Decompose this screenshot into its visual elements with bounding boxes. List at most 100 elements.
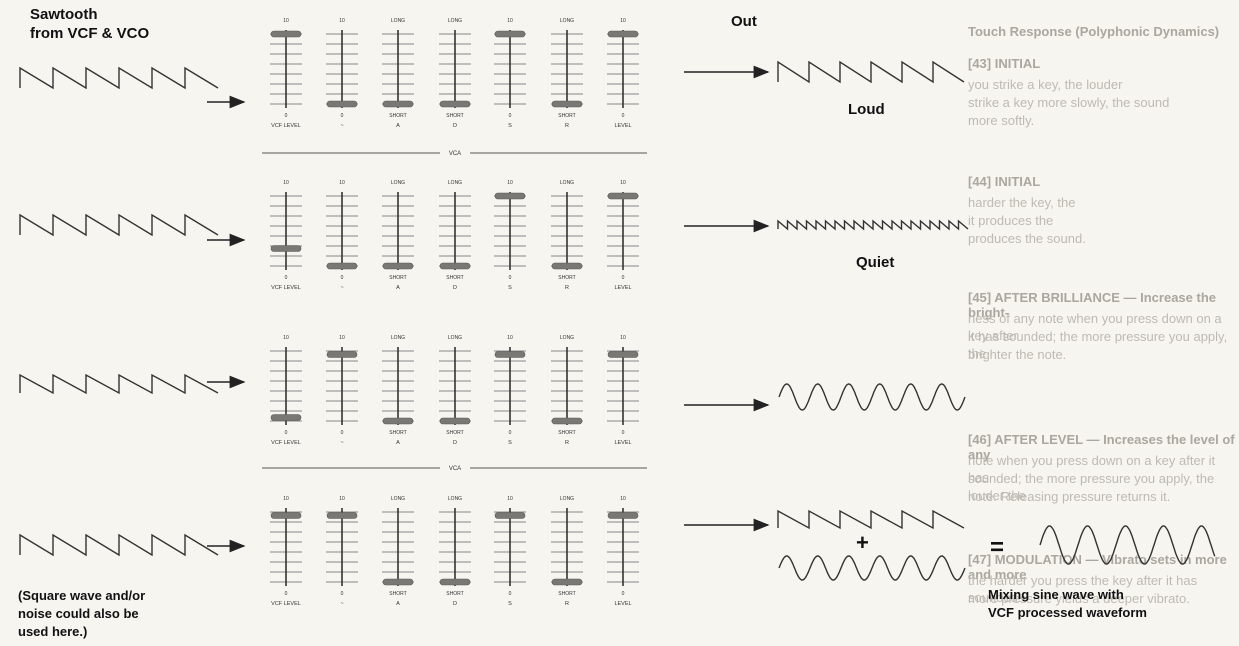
- result-loud: Loud: [848, 101, 885, 118]
- slider-min-label: SHORT: [389, 275, 406, 281]
- slider-name-label: D: [453, 123, 457, 129]
- slider-name-label: D: [453, 440, 457, 446]
- background-item-line: produces the sound.: [968, 231, 1086, 246]
- slider-max-label: LONG: [448, 496, 462, 502]
- slider-knob: [494, 351, 526, 358]
- slider-knob: [270, 512, 302, 519]
- vca-section-label: VCA: [449, 466, 461, 472]
- input-sawtooth-wave: [19, 373, 219, 395]
- slider-max-label: 10: [507, 496, 513, 502]
- background-item-line: ness of any note when you press down on …: [968, 311, 1222, 343]
- slider-min-label: 0: [622, 275, 625, 281]
- slider-min-label: SHORT: [558, 591, 575, 597]
- slider-name-label: R: [565, 285, 569, 291]
- out-label: Out: [731, 13, 757, 30]
- slider-name-label: A: [396, 285, 400, 291]
- background-item-line: note. Releasing pressure returns it.: [968, 489, 1171, 504]
- slider-name-label: ~: [340, 601, 343, 607]
- background-item-line: more pressure yields a deeper vibrato.: [968, 591, 1190, 606]
- vca-divider: VCA: [262, 149, 647, 157]
- slider-max-label: 10: [339, 180, 345, 186]
- slider-max-label: LONG: [560, 335, 574, 341]
- slider-knob: [439, 262, 471, 270]
- background-item-line: strike a key more slowly, the sound: [968, 95, 1170, 110]
- slider-max-label: LONG: [448, 18, 462, 24]
- slider-name-label: VCF LEVEL: [271, 123, 301, 129]
- filtered-sine-wave: [778, 383, 966, 411]
- slider-max-label: LONG: [560, 180, 574, 186]
- vca-divider-gap: [440, 464, 470, 472]
- slider-max-label: 10: [620, 18, 626, 24]
- slider-name-label: ~: [340, 123, 343, 129]
- slider-name-label: R: [565, 601, 569, 607]
- slider-max-label: 10: [339, 496, 345, 502]
- quiet-sawtooth-wave: [777, 219, 969, 231]
- background-item-line: brighter the note.: [968, 347, 1067, 362]
- slider-knob: [494, 512, 526, 519]
- mix-caption-line-2: VCF processed waveform: [988, 605, 1147, 620]
- slider-min-label: 0: [622, 591, 625, 597]
- slider-name-label: LEVEL: [614, 285, 631, 291]
- slider-knob: [326, 262, 358, 270]
- mix-sawtooth-wave: [777, 509, 965, 530]
- slider-knob: [551, 417, 583, 425]
- slider-knob: [607, 351, 639, 358]
- slider-min-label: 0: [509, 113, 512, 119]
- vca-divider-gap: [440, 149, 470, 157]
- input-sawtooth-wave: [19, 66, 219, 90]
- slider-min-label: SHORT: [446, 275, 463, 281]
- slider-min-label: SHORT: [389, 591, 406, 597]
- slider-name-label: S: [508, 601, 512, 607]
- slider-max-label: 10: [283, 335, 289, 341]
- note-line-3: used here.): [18, 624, 88, 639]
- slider-knob: [494, 192, 526, 200]
- slider-min-label: 0: [285, 113, 288, 119]
- slider-min-label: 0: [509, 591, 512, 597]
- input-sawtooth-wave: [19, 213, 219, 237]
- slider-knob: [382, 100, 414, 108]
- background-item-line: more softly.: [968, 113, 1035, 128]
- slider-name-label: R: [565, 440, 569, 446]
- slider-knob: [607, 512, 639, 519]
- slider-name-label: D: [453, 601, 457, 607]
- slider-min-label: SHORT: [558, 275, 575, 281]
- slider-max-label: LONG: [391, 180, 405, 186]
- slider-knob: [382, 262, 414, 270]
- slider-max-label: 10: [507, 180, 513, 186]
- slider-max-label: LONG: [391, 18, 405, 24]
- background-item-title: [43] INITIAL: [968, 56, 1041, 71]
- slider-name-label: VCF LEVEL: [271, 440, 301, 446]
- slider-min-label: 0: [285, 275, 288, 281]
- slider-name-label: D: [453, 285, 457, 291]
- slider-min-label: 0: [341, 591, 344, 597]
- slider-min-label: SHORT: [446, 113, 463, 119]
- slider-min-label: 0: [509, 430, 512, 436]
- note-line-1: (Square wave and/or: [18, 588, 146, 603]
- sawtooth-title: Sawtooth: [30, 6, 98, 23]
- slider-knob: [551, 578, 583, 586]
- slider-knob: [607, 30, 639, 38]
- input-sawtooth-wave: [19, 533, 219, 557]
- slider-max-label: LONG: [391, 496, 405, 502]
- slider-knob: [551, 262, 583, 270]
- slider-name-label: ~: [340, 285, 343, 291]
- slider-max-label: LONG: [448, 335, 462, 341]
- slider-name-label: A: [396, 440, 400, 446]
- slider-min-label: 0: [509, 275, 512, 281]
- background-item-line: the harder you press the key after it ha…: [968, 573, 1198, 605]
- background-item-line: sounded; the more pressure you apply, th…: [968, 471, 1215, 503]
- sawtooth-source: from VCF & VCO: [30, 25, 150, 42]
- slider-max-label: 10: [283, 496, 289, 502]
- slider-min-label: SHORT: [558, 430, 575, 436]
- slider-knob: [439, 417, 471, 425]
- slider-name-label: VCF LEVEL: [271, 601, 301, 607]
- slider-max-label: 10: [283, 18, 289, 24]
- vca-section-label: VCA: [449, 151, 461, 157]
- slider-max-label: 10: [620, 496, 626, 502]
- slider-knob: [326, 351, 358, 358]
- slider-max-label: 10: [507, 335, 513, 341]
- background-heading: Touch Response (Polyphonic Dynamics): [968, 24, 1220, 39]
- loud-sawtooth-wave: [777, 60, 965, 84]
